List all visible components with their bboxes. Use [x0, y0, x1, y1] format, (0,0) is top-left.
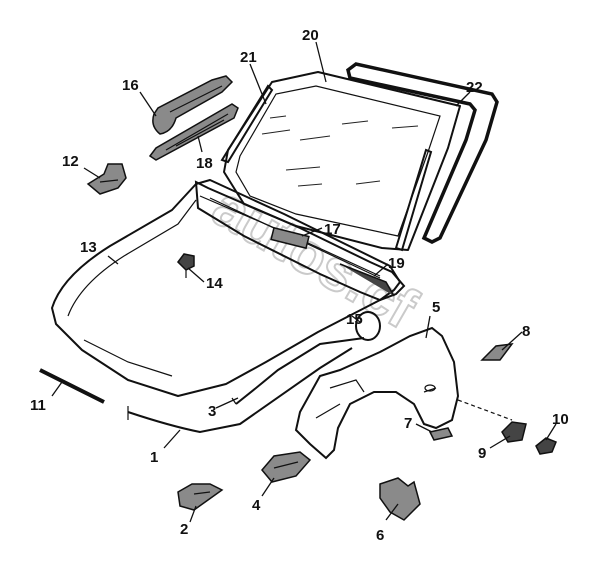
callout-21: 21	[240, 49, 257, 66]
hood-front-seal	[39, 368, 105, 404]
hood-prop-rod	[231, 337, 365, 405]
callout-11: 11	[30, 397, 46, 414]
callout-labels: 11 1 2 3 4 5 6 7 8 9 10 12 13 14 15 16 1…	[30, 27, 569, 544]
callout-12: 12	[62, 153, 79, 170]
release-cable-loop	[355, 311, 381, 341]
callout-15: 15	[346, 311, 363, 328]
cowl-seal	[152, 75, 234, 135]
callout-7: 7	[404, 415, 412, 432]
fender-bracket	[261, 451, 312, 483]
hood-bumper-stop	[177, 253, 195, 278]
hood-latch	[177, 483, 224, 511]
callout-13: 13	[80, 239, 97, 256]
front-fender	[294, 326, 460, 460]
callout-14: 14	[206, 275, 223, 292]
cap-clip	[535, 437, 557, 455]
callout-6: 6	[376, 527, 384, 544]
alignment-line	[457, 399, 513, 421]
mud-flap	[379, 477, 421, 521]
callout-19: 19	[388, 255, 405, 272]
leader-lines	[51, 41, 557, 523]
callout-5: 5	[432, 299, 440, 316]
cowl-side-cover	[148, 103, 239, 161]
fender-clip	[428, 427, 454, 441]
callout-18: 18	[196, 155, 213, 172]
callout-20: 20	[302, 27, 319, 44]
callout-10: 10	[552, 411, 569, 428]
callout-4: 4	[252, 497, 261, 514]
callout-22: 22	[466, 79, 483, 96]
callout-17: 17	[324, 221, 341, 238]
cowl-clip	[270, 226, 310, 250]
callout-8: 8	[522, 323, 530, 340]
hood-release-cable	[127, 347, 353, 434]
callout-3: 3	[208, 403, 216, 420]
callout-2: 2	[180, 521, 188, 538]
callout-1: 1	[150, 449, 158, 466]
callout-9: 9	[478, 445, 486, 462]
windshield-molding	[220, 84, 433, 252]
side-marker-lamp	[480, 343, 514, 361]
windshield-weatherstrip	[346, 62, 499, 244]
hood-hinge	[86, 163, 127, 195]
callout-16: 16	[122, 77, 139, 94]
